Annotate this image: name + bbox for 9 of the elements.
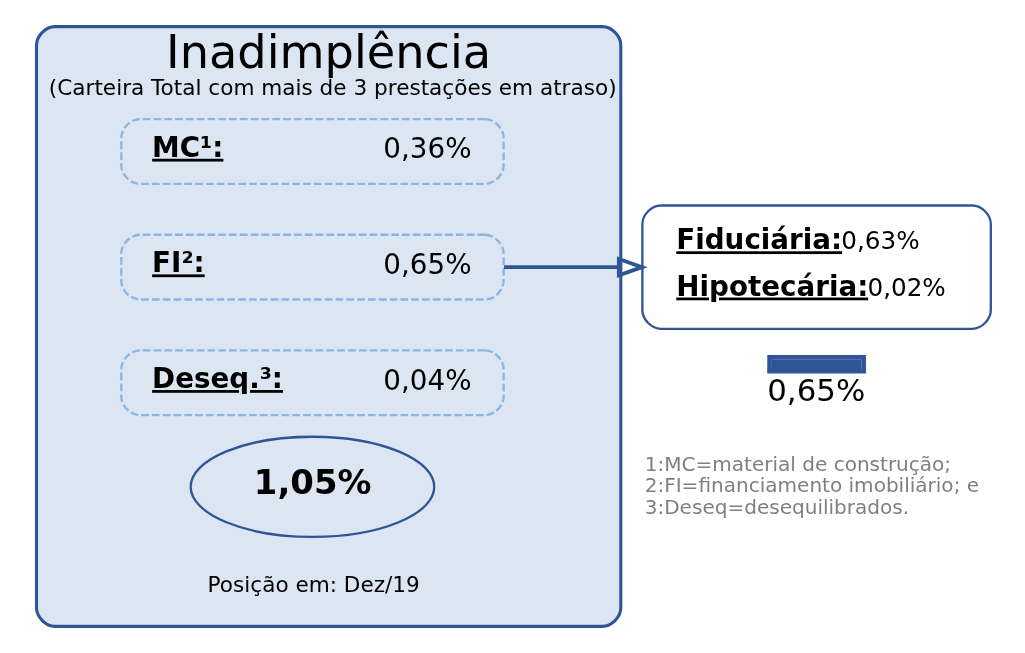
label: 3:Deseq=desequilibrados. [644,494,910,519]
node-box: FI²: 0,65% [120,233,505,301]
node-label: 0,65% [767,372,866,409]
node-box: MC¹: 0,36% [120,118,505,186]
label: 1:MC=material de construção; [644,451,952,476]
arrow [503,256,648,278]
node-ellipse: 1,05% [189,435,436,539]
node-box: Fiduciária:0,63% Hipotecária:0,02% [641,204,992,330]
node-box: Deseq.³: 0,04% [120,349,505,417]
